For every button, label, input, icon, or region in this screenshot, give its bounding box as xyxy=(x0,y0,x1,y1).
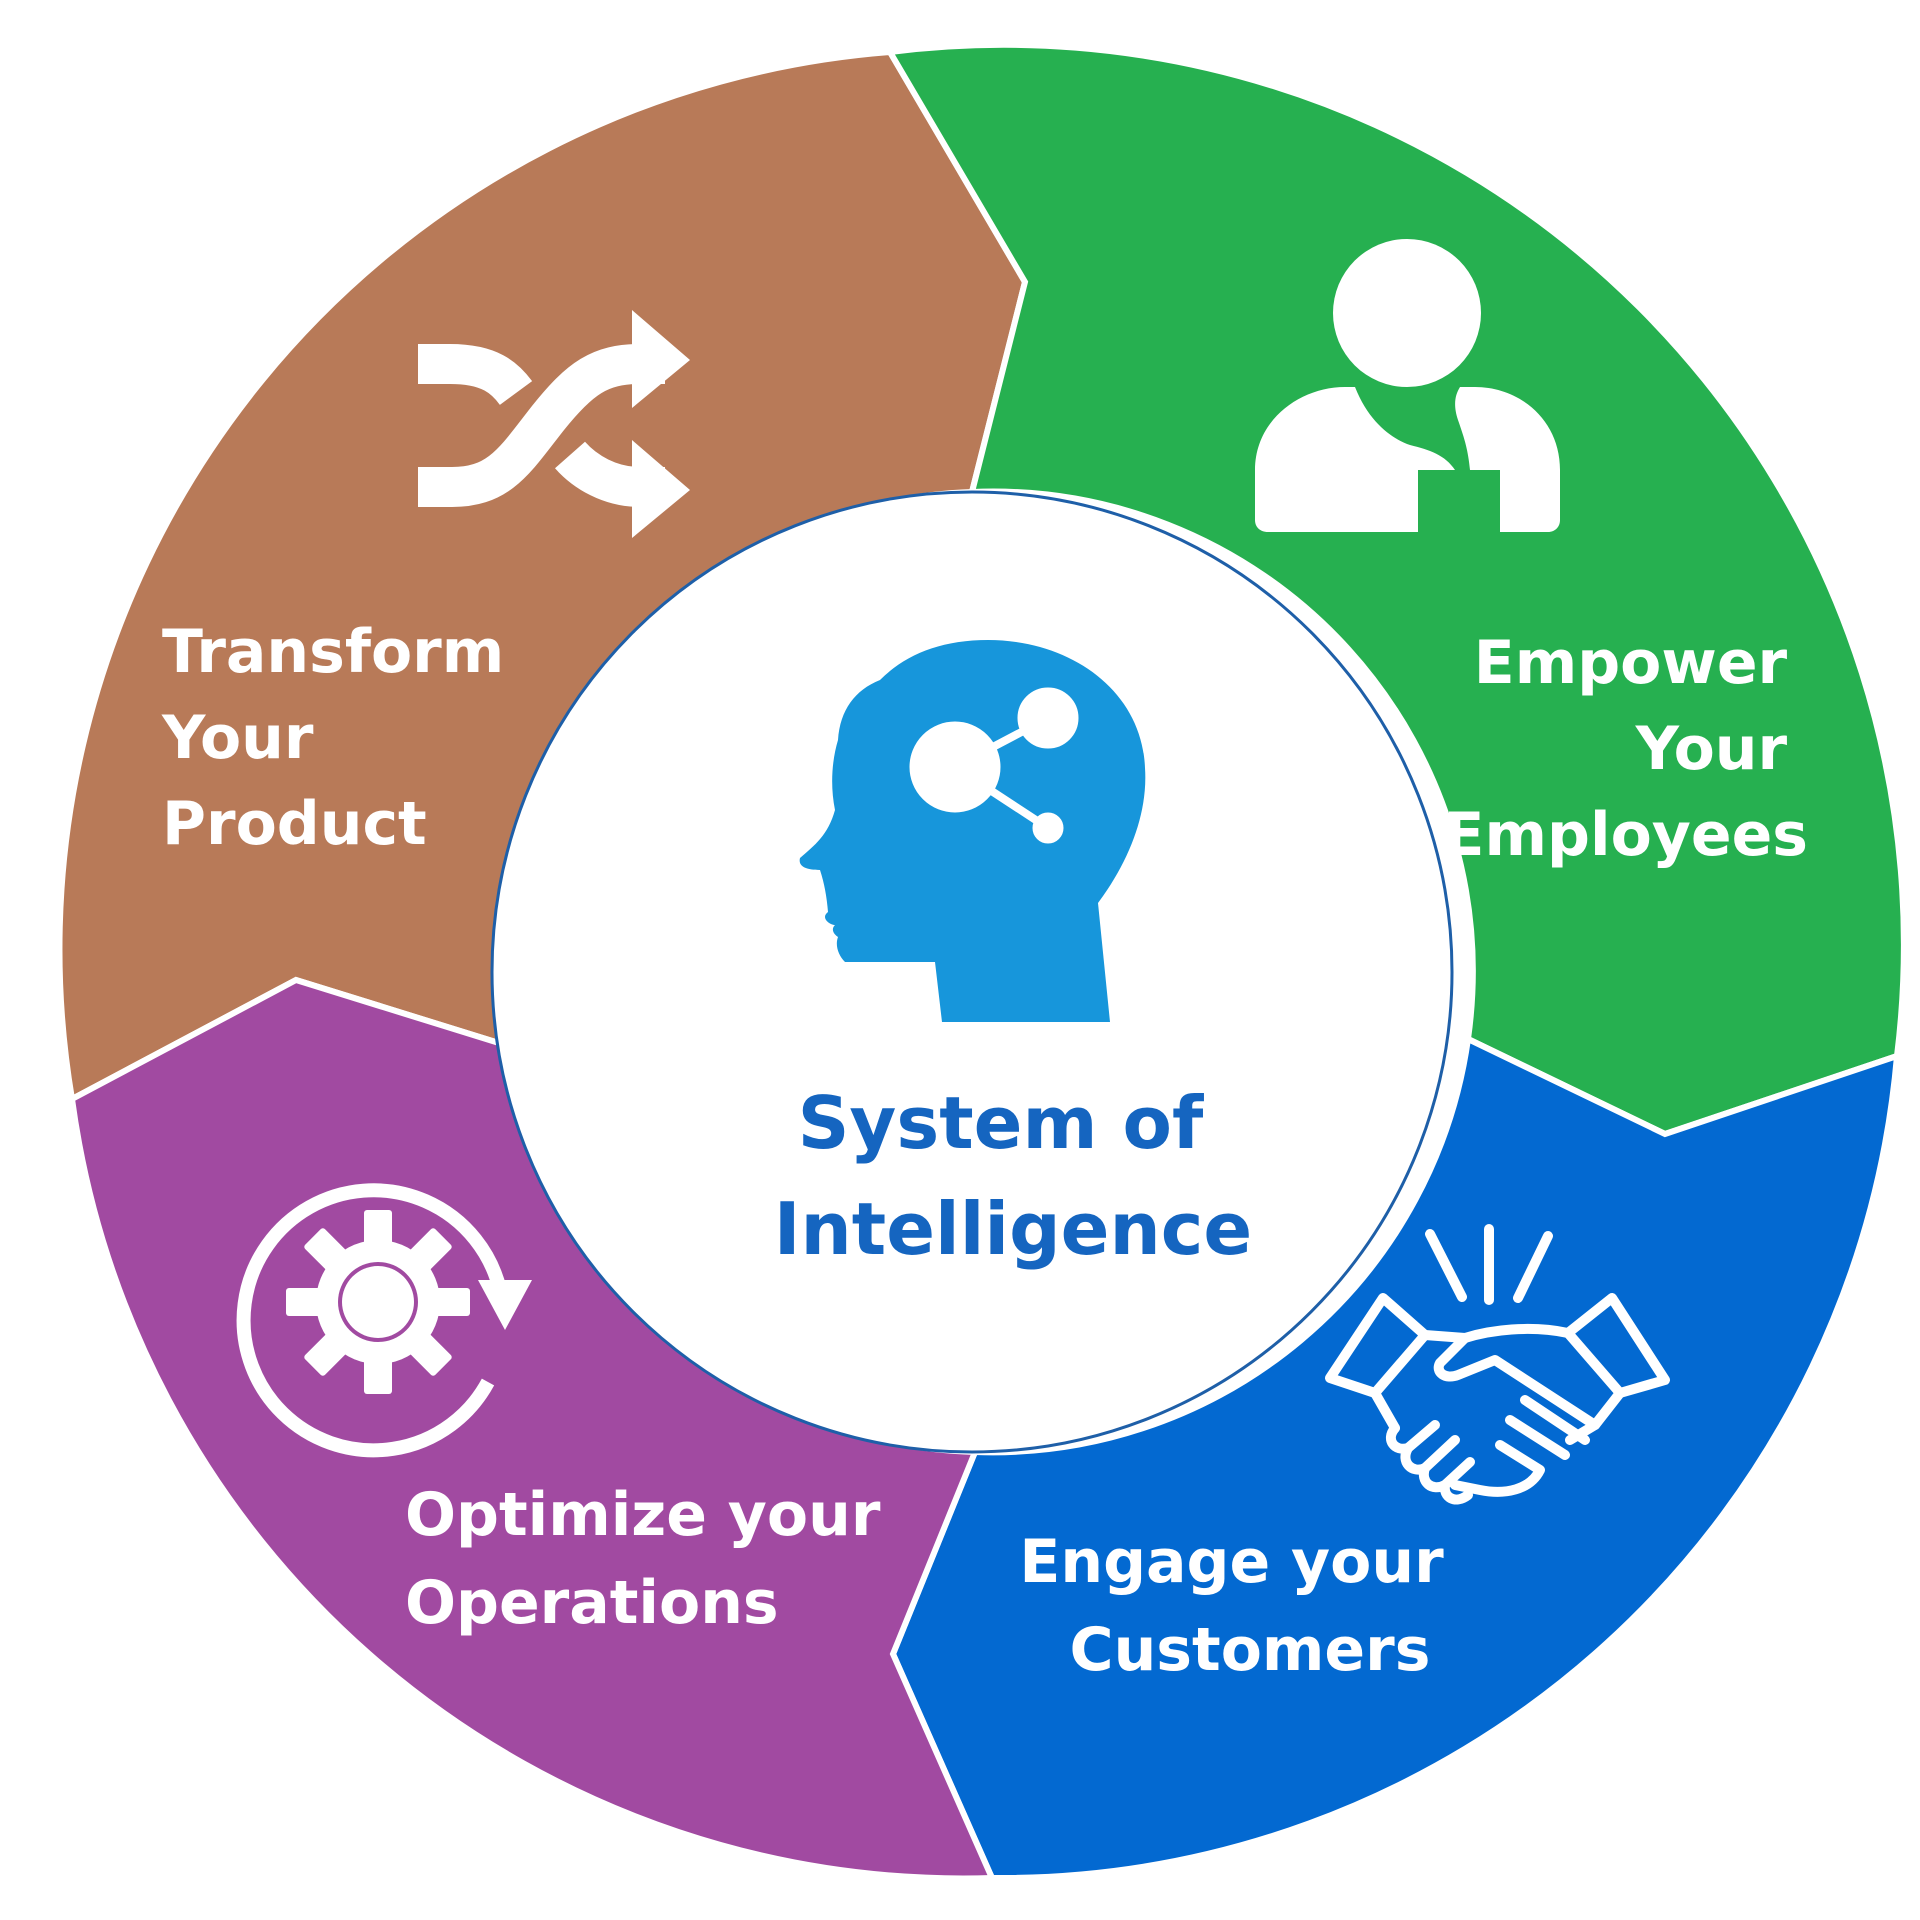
transform-label-line: Transform xyxy=(162,617,504,687)
center-title: System of Intelligence xyxy=(774,1081,1252,1271)
transform-label-line: Product xyxy=(162,789,427,859)
head-network-icon xyxy=(799,640,1146,1022)
engage-label-line: Engage your xyxy=(1019,1527,1444,1597)
empower-label-line: Employees xyxy=(1444,800,1808,870)
transform-label-line: Your xyxy=(161,703,314,773)
segment-empower-shape xyxy=(885,41,1907,1138)
engage-label: Engage your Customers xyxy=(1019,1527,1464,1685)
optimize-label: Optimize your Operations xyxy=(405,1480,901,1638)
gear-cycle-icon xyxy=(236,1183,532,1458)
empower-label-line: Your xyxy=(1635,714,1788,784)
segment-engage xyxy=(889,1034,1901,1882)
segment-empower xyxy=(885,41,1907,1138)
engage-label-line: Customers xyxy=(1070,1615,1431,1685)
optimize-label-line: Operations xyxy=(405,1568,779,1638)
segment-engage-shape xyxy=(889,1034,1901,1882)
empower-label-line: Empower xyxy=(1474,628,1788,698)
handshake-icon xyxy=(1325,1224,1670,1505)
optimize-label-line: Optimize your xyxy=(405,1480,881,1550)
person-icon xyxy=(1255,239,1560,532)
empower-label: Empower Your Employees xyxy=(1444,628,1808,870)
shuffle-arrows-icon xyxy=(418,310,690,538)
center-title-line2: Intelligence xyxy=(774,1187,1252,1271)
transform-label: Transform Your Product xyxy=(161,617,525,859)
center-title-line1: System of xyxy=(798,1081,1204,1165)
